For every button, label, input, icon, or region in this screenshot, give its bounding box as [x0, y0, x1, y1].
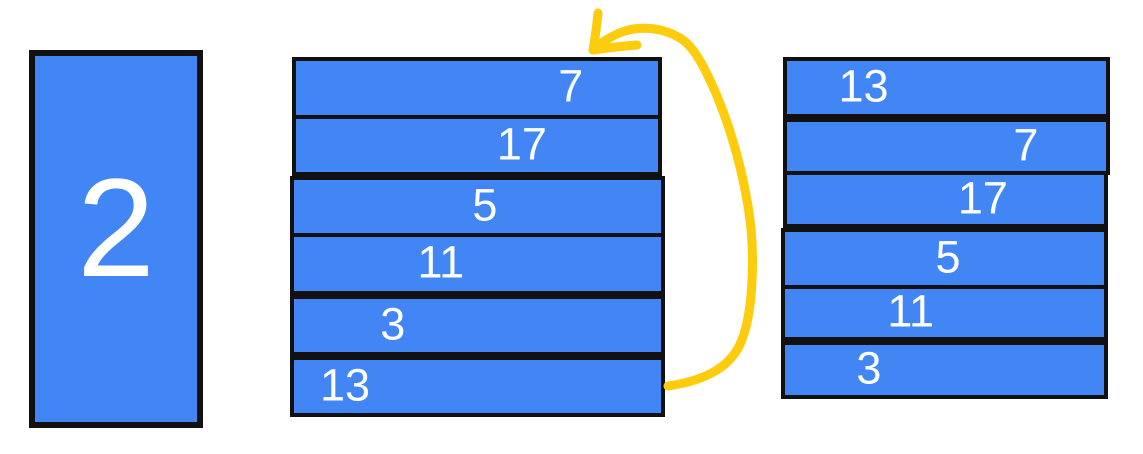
middle-stack-bar-7: 7	[292, 57, 662, 119]
bar-value-label: 7	[1013, 119, 1039, 171]
bar-value-label: 5	[935, 231, 961, 283]
middle-stack-bar-3: 3	[290, 295, 665, 356]
middle-stack-bar-13: 13	[290, 356, 665, 417]
middle-stack-bar-17: 17	[292, 115, 662, 176]
right-stack-bar-3: 3	[781, 341, 1108, 399]
counter-box: 2	[29, 50, 203, 428]
right-stack-bar-5: 5	[781, 228, 1108, 289]
bar-value-label: 13	[319, 359, 371, 411]
bar-value-label: 3	[856, 342, 882, 394]
arrow-head-barb-right	[588, 40, 642, 55]
arrow-head-barb-up	[588, 8, 603, 55]
right-stack-bar-17: 17	[783, 171, 1108, 228]
middle-stack-bar-11: 11	[290, 233, 665, 295]
middle-stack-bar-5: 5	[290, 176, 665, 237]
bar-value-label: 7	[558, 60, 584, 112]
bar-value-label: 17	[957, 172, 1008, 224]
bar-value-label: 5	[472, 179, 498, 231]
right-stack-bar-7: 7	[783, 118, 1110, 175]
right-stack-bar-13: 13	[783, 57, 1110, 118]
bar-value-label: 13	[838, 60, 889, 112]
right-stack-bar-11: 11	[781, 285, 1108, 341]
bar-value-label: 11	[887, 285, 935, 337]
bar-value-label: 3	[380, 298, 406, 350]
bar-value-label: 11	[417, 236, 465, 288]
counter-label: 2	[77, 149, 155, 306]
bar-value-label: 17	[496, 118, 547, 170]
